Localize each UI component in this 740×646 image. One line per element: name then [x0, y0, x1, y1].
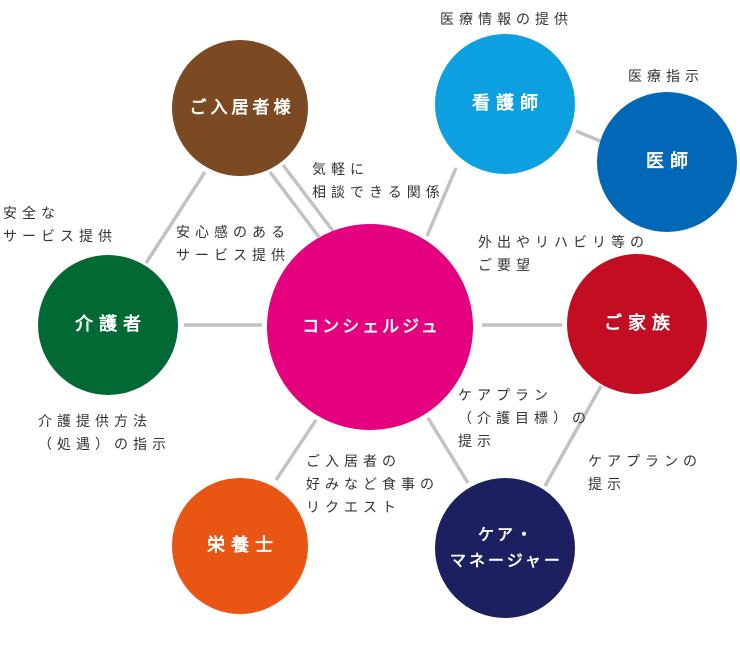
- annotation-line: ご要望: [478, 258, 535, 274]
- annotation-line: サービス提供: [3, 229, 117, 245]
- annotation-line: 提示: [588, 477, 626, 493]
- connector-nurse-doctor: [575, 129, 601, 143]
- node-resident-label: ご入居者様: [189, 98, 295, 118]
- node-nurse-label: 看護師: [472, 93, 544, 114]
- node-caregiver-label: 介護者: [75, 314, 147, 335]
- node-doctor-label: 医師: [646, 151, 694, 172]
- annotation-meal-request: ご入居者の 好みなど食事の リクエスト: [306, 451, 439, 520]
- node-caregiver: 介護者: [38, 255, 178, 395]
- node-care-manager-label-line-2: マネージャー: [450, 551, 563, 570]
- node-family-label: ご家族: [604, 313, 676, 334]
- node-concierge: コンシェルジュ: [267, 224, 473, 430]
- node-nurse: 看護師: [435, 34, 575, 174]
- node-care-manager: ケア・ マネージャー: [435, 478, 575, 618]
- annotation-line: 医療指示: [628, 69, 704, 85]
- annotation-care-plan-present: ケアプランの 提示: [588, 451, 702, 497]
- annotation-doctor-instruction: 医療指示: [628, 66, 704, 89]
- annotation-line: （介護目標）の: [458, 411, 591, 427]
- annotation-line: ケアプランの: [588, 454, 702, 470]
- annotation-relationship: 気軽に 相談できる関係: [312, 159, 445, 205]
- annotation-line: サービス提供: [176, 248, 290, 264]
- annotation-line: 好みなど食事の: [306, 477, 439, 493]
- annotation-line: 介護提供方法: [38, 414, 152, 430]
- annotation-line: ご入居者の: [306, 454, 401, 470]
- connector-family-care-manager: [543, 385, 603, 487]
- annotation-line: ケアプラン: [458, 388, 553, 404]
- node-concierge-label: コンシェルジュ: [302, 317, 441, 337]
- connector-nurse-concierge: [425, 167, 458, 237]
- annotation-safe-service: 安全な サービス提供: [3, 203, 117, 249]
- annotation-care-method: 介護提供方法 （処遇）の指示: [38, 411, 171, 457]
- annotation-line: （処遇）の指示: [38, 437, 171, 453]
- connector-resident-caregiver: [144, 171, 207, 264]
- annotation-line: リクエスト: [306, 500, 401, 516]
- annotation-line: 相談できる関係: [312, 185, 445, 201]
- node-family: ご家族: [567, 254, 707, 394]
- annotation-line: 医療情報の提供: [440, 12, 573, 28]
- node-resident: ご入居者様: [172, 40, 308, 176]
- annotation-line: 外出やリハビリ等の: [478, 235, 649, 251]
- annotation-reassuring-service: 安心感のある サービス提供: [176, 222, 290, 268]
- annotation-line: 安全な: [3, 206, 60, 222]
- connector-concierge-care-manager: [426, 417, 470, 484]
- annotation-care-plan: ケアプラン （介護目標）の 提示: [458, 385, 591, 454]
- connector-resident-concierge-a: [268, 170, 321, 239]
- node-dietitian: 栄養士: [172, 478, 308, 614]
- annotation-nurse-info: 医療情報の提供: [440, 9, 573, 32]
- node-care-manager-label-line-1: ケア・: [477, 525, 535, 544]
- annotation-line: 安心感のある: [176, 225, 290, 241]
- annotation-line: 気軽に: [312, 162, 369, 178]
- node-doctor: 医師: [597, 92, 737, 232]
- node-dietitian-label: 栄養士: [207, 535, 279, 556]
- annotation-family-request: 外出やリハビリ等の ご要望: [478, 232, 649, 278]
- connector-resident-concierge-b: [281, 163, 335, 233]
- connector-concierge-dietitian: [274, 419, 318, 481]
- annotation-line: 提示: [458, 434, 496, 450]
